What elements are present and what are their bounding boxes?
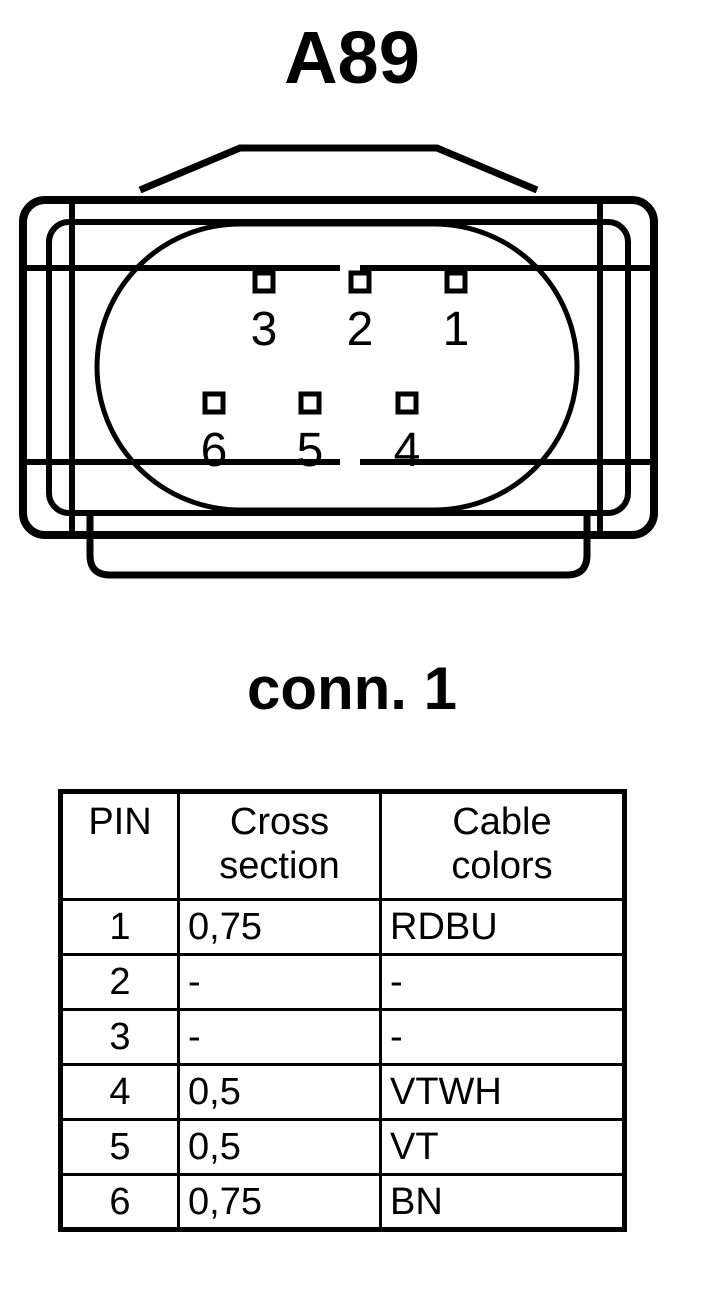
column-header-cross-section: Cross section <box>177 790 382 901</box>
page-title: A89 <box>284 16 420 99</box>
cell-pin: 1 <box>59 898 180 956</box>
cell-pin: 2 <box>59 953 180 1011</box>
pin-socket-5 <box>298 391 322 415</box>
pin-label-3: 3 <box>251 303 278 356</box>
cross-section-line-1: Cross <box>229 801 330 843</box>
cell-cross-section: 0,5 <box>177 1118 382 1176</box>
cable-colors-line-1: Cable <box>452 801 552 843</box>
pinout-table: PIN Cross section Cable colors 1 0,75 <box>58 789 627 1232</box>
pin-label-1: 1 <box>443 303 470 356</box>
cell-cross-section: 0,75 <box>177 1173 382 1231</box>
table-row: 3 - - <box>59 1008 626 1066</box>
cell-pin: 4 <box>59 1063 180 1121</box>
cell-cable-colors: VTWH <box>379 1063 626 1121</box>
pin-label-6: 6 <box>201 424 228 477</box>
connector-bottom-tab <box>86 510 591 579</box>
pin-socket-3 <box>252 270 276 294</box>
table-row: 4 0,5 VTWH <box>59 1063 626 1121</box>
table-row: 2 - - <box>59 953 626 1011</box>
cell-cable-colors: - <box>379 953 626 1011</box>
connector-top-tab <box>138 144 539 194</box>
cell-cross-section: - <box>177 1008 382 1066</box>
pin-socket-1 <box>444 270 468 294</box>
cell-cable-colors: VT <box>379 1118 626 1176</box>
pin-socket-4 <box>395 391 419 415</box>
table-row: 5 0,5 VT <box>59 1118 626 1176</box>
column-header-cable-colors: Cable colors <box>379 790 626 901</box>
column-header-pin: PIN <box>59 790 180 901</box>
cell-pin: 6 <box>59 1173 180 1231</box>
cable-colors-line-2: colors <box>451 845 553 887</box>
cross-section-line-2: section <box>219 845 340 887</box>
cell-pin: 3 <box>59 1008 180 1066</box>
pin-label-2: 2 <box>347 303 374 356</box>
connector-cavity-oval <box>94 221 580 513</box>
cell-cable-colors: - <box>379 1008 626 1066</box>
table-header-row: PIN Cross section Cable colors <box>59 790 626 901</box>
cell-pin: 5 <box>59 1118 180 1176</box>
connector-diagram: 3 2 1 6 5 4 <box>19 144 658 579</box>
table-row: 6 0,75 BN <box>59 1173 626 1231</box>
cell-cable-colors: BN <box>379 1173 626 1231</box>
pinout-table-container: PIN Cross section Cable colors 1 0,75 <box>58 789 627 1232</box>
cell-cross-section: 0,5 <box>177 1063 382 1121</box>
pin-label-5: 5 <box>297 424 324 477</box>
column-header-pin-text: PIN <box>88 801 152 843</box>
connector-caption: conn. 1 <box>246 655 458 722</box>
table-row: 1 0,75 RDBU <box>59 898 626 956</box>
pin-label-4: 4 <box>394 424 421 477</box>
connector-outer-body <box>19 196 658 539</box>
cell-cable-colors: RDBU <box>379 898 626 956</box>
pin-socket-6 <box>202 391 226 415</box>
cell-cross-section: 0,75 <box>177 898 382 956</box>
cell-cross-section: - <box>177 953 382 1011</box>
pin-socket-2 <box>348 270 372 294</box>
